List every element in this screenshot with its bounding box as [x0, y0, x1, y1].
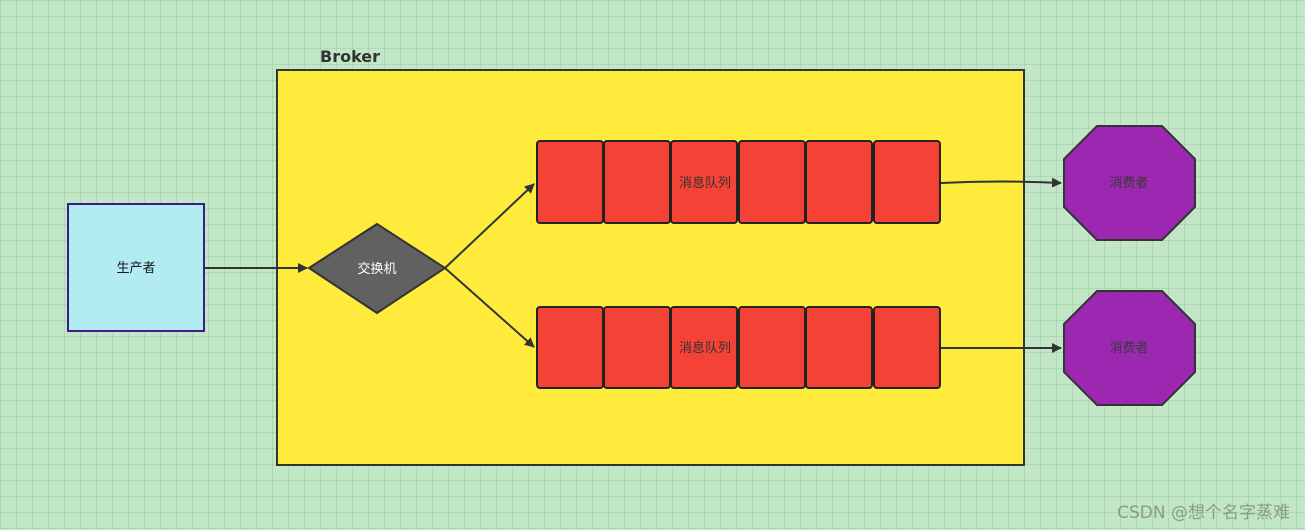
consumer-1-label: 消费者 — [1109, 176, 1148, 191]
queue-1-cell — [738, 140, 806, 224]
queue-1-cell — [805, 140, 873, 224]
queue-2-cell — [536, 306, 604, 389]
queue-2-cell — [603, 306, 671, 389]
queue-1-cell — [536, 140, 604, 224]
queue-1-to-consumer-1-arrow — [940, 177, 1062, 188]
queue-1-cell — [603, 140, 671, 224]
exchange-node[interactable] — [307, 222, 447, 315]
message-queue-1[interactable]: 消息队列 — [536, 140, 941, 224]
producer-node[interactable] — [67, 203, 205, 332]
queue-2-cell — [670, 306, 738, 389]
queue-2-cell — [873, 306, 941, 389]
consumer-2-node[interactable] — [1063, 290, 1196, 406]
queue-1-label: 消息队列 — [679, 175, 731, 191]
consumer-1-node[interactable] — [1063, 125, 1196, 241]
queue-2-label: 消息队列 — [679, 340, 731, 356]
queue-1-cell — [873, 140, 941, 224]
message-queue-2[interactable]: 消息队列 — [536, 306, 941, 389]
exchange-to-queue-1-arrow — [444, 183, 535, 269]
queue-1-cell — [670, 140, 738, 224]
queue-2-cell — [738, 306, 806, 389]
exchange-label: 交换机 — [357, 261, 396, 277]
queue-2-cell — [805, 306, 873, 389]
exchange-to-queue-2-arrow — [444, 267, 535, 348]
consumer-2-label: 消费者 — [1109, 341, 1148, 356]
producer-label: 生产者 — [116, 261, 155, 276]
csdn-watermark: CSDN @想个名字蒸难 — [1117, 503, 1290, 523]
broker-label: Broker — [320, 47, 380, 66]
